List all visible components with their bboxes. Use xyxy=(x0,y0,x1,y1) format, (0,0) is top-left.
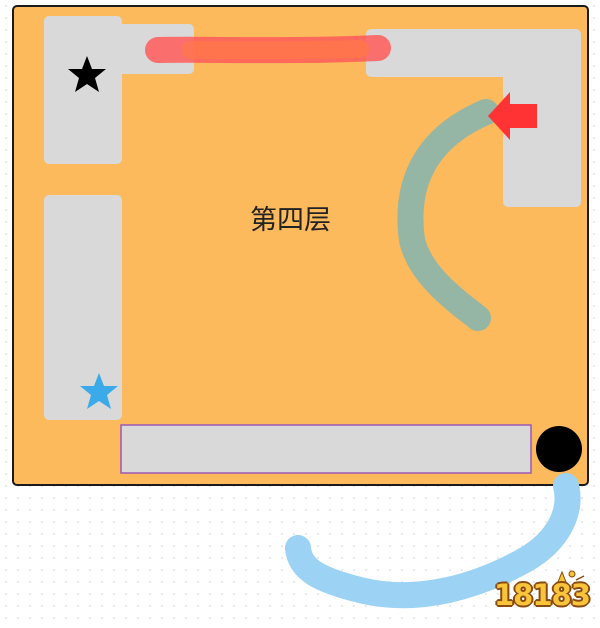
entry-arrow-icon xyxy=(488,92,537,140)
shelf-right-vertical xyxy=(503,29,581,207)
route-right-curve xyxy=(397,99,499,331)
shelf-bottom-highlighted xyxy=(120,424,532,474)
exit-dot xyxy=(536,426,582,472)
watermark-logo: 18183 xyxy=(488,566,592,618)
start-star-icon xyxy=(68,56,106,92)
watermark-text: 18183 xyxy=(494,578,591,612)
goal-star-icon xyxy=(80,373,118,409)
route-top-corridor-highlight xyxy=(181,40,369,60)
floor-label: 第四层 xyxy=(250,205,331,236)
shelf-left-lower xyxy=(44,195,122,420)
sparkle-icon xyxy=(557,570,585,583)
route-outside xyxy=(285,473,581,609)
